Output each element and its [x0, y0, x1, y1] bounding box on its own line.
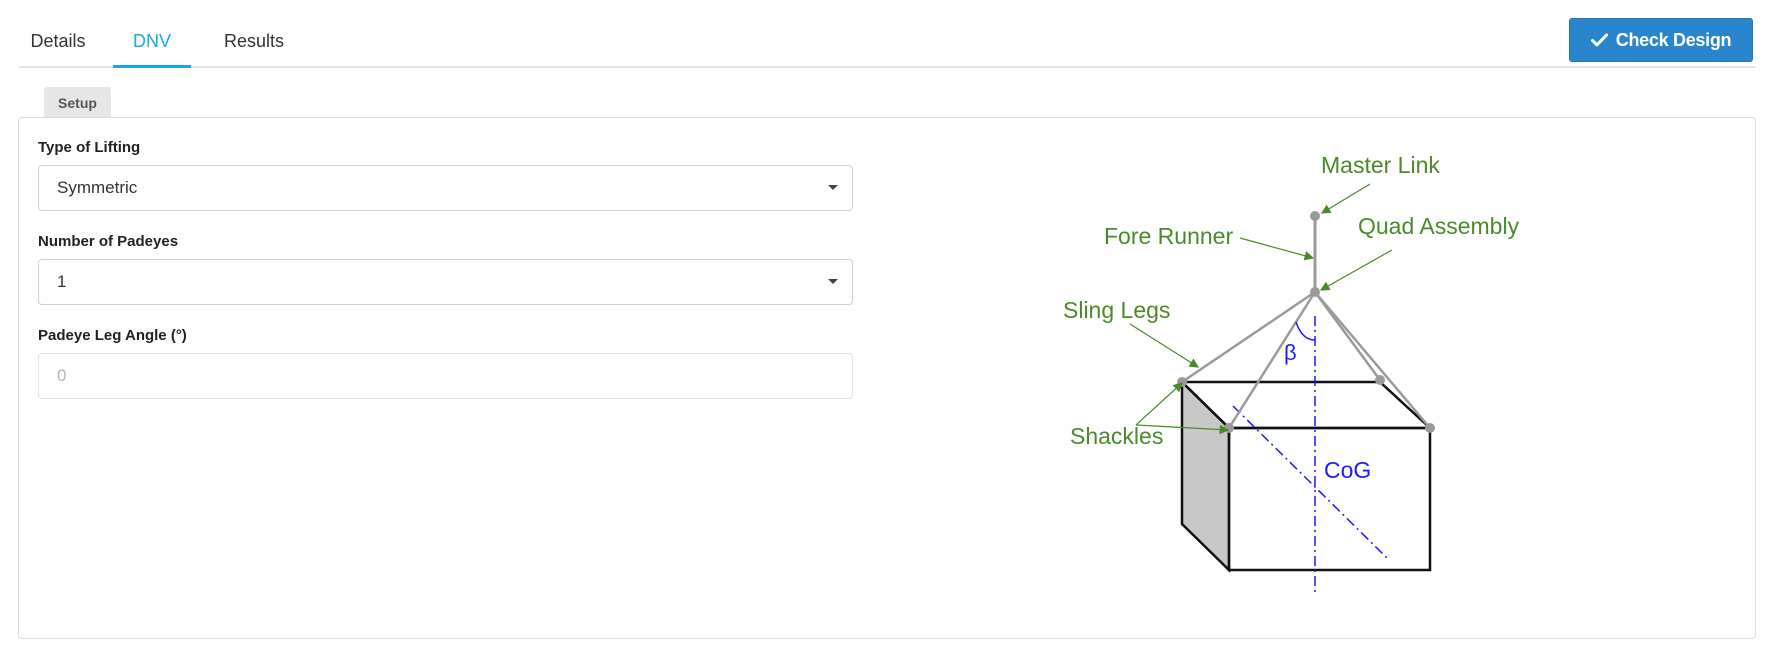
sling-legs-label: Sling Legs: [1063, 297, 1170, 323]
master-link-label: Master Link: [1321, 152, 1440, 178]
caret-down-icon: [828, 185, 838, 190]
master-link-arrow: [1320, 183, 1371, 214]
subtab-setup[interactable]: Setup: [44, 87, 111, 117]
shackle-point: [1224, 423, 1234, 433]
caret-down-icon: [828, 279, 838, 284]
shackle-point: [1425, 423, 1435, 433]
checkmark-icon: [1590, 33, 1608, 47]
sling-leg: [1314, 291, 1431, 429]
quad-assembly-arrow: [1319, 249, 1393, 291]
fore-runner-arrow: [1239, 237, 1315, 261]
shackles-arrow: [1135, 382, 1183, 426]
padeye-leg-angle-input[interactable]: 0: [38, 353, 853, 399]
shackles-arrow: [1135, 424, 1230, 435]
box-side-face: [1180, 379, 1231, 573]
type-of-lifting-select[interactable]: Symmetric: [38, 165, 853, 211]
check-design-label: Check Design: [1615, 29, 1732, 50]
type-of-lifting-value: Symmetric: [57, 178, 138, 197]
check-design-button[interactable]: Check Design: [1569, 18, 1753, 62]
beta-label: β: [1284, 340, 1297, 365]
cog-diagonal-line: [1232, 405, 1388, 559]
shackle-point: [1375, 375, 1385, 385]
cog-label: CoG: [1324, 457, 1371, 483]
tab-dnv[interactable]: DNV: [113, 0, 191, 68]
sling-leg: [1227, 291, 1317, 429]
lifting-diagram: Master Link Fore Runner Quad Assembly Sl…: [1063, 152, 1520, 592]
tab-details[interactable]: Details: [30, 31, 86, 51]
padeye-leg-angle-label: Padeye Leg Angle (°): [38, 327, 187, 344]
fore-runner-label: Fore Runner: [1104, 223, 1233, 249]
quad-assembly-point: [1310, 287, 1320, 297]
sling-legs-arrow: [1129, 323, 1200, 368]
beta-arc: [1295, 321, 1316, 341]
master-link-point: [1310, 211, 1320, 221]
shackles-label: Shackles: [1070, 423, 1163, 449]
setup-panel: [18, 117, 1756, 639]
number-of-padeyes-select[interactable]: 1: [38, 259, 853, 305]
tab-bar: Details DNV Results: [19, 0, 1756, 68]
number-of-padeyes-label: Number of Padeyes: [38, 233, 179, 250]
number-of-padeyes-value: 1: [57, 272, 67, 291]
sling-leg: [1181, 290, 1316, 384]
quad-assembly-label: Quad Assembly: [1358, 213, 1520, 239]
type-of-lifting-label: Type of Lifting: [38, 139, 141, 156]
tab-results[interactable]: Results: [223, 31, 285, 51]
box-front-face: [1227, 426, 1432, 572]
padeye-leg-angle-placeholder: 0: [57, 366, 67, 385]
